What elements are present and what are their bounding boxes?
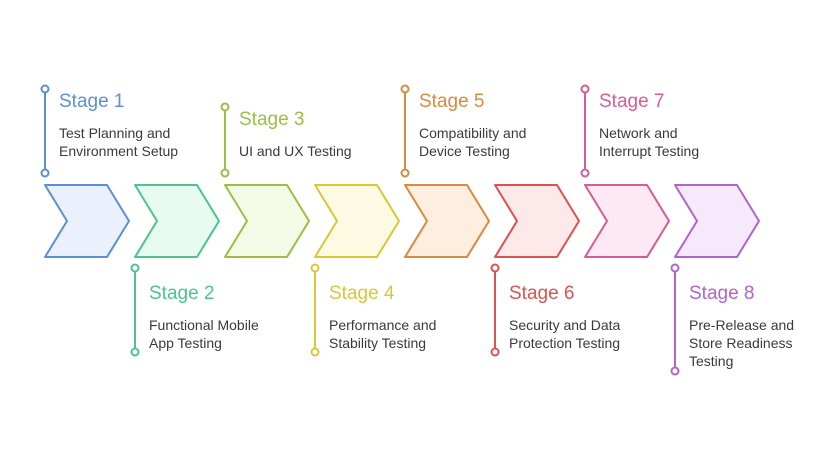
- stage-2-description-line: Functional Mobile: [149, 317, 259, 333]
- stage-6-title: Stage 6: [509, 283, 575, 304]
- stage-2-description-line: App Testing: [149, 335, 222, 351]
- stage-4-dot-top: [310, 263, 320, 273]
- stage-2-title: Stage 2: [149, 283, 215, 304]
- stage-1-chevron: [44, 184, 130, 258]
- stage-4-description-line: Performance and: [329, 317, 436, 333]
- stage-6-dot-bottom: [490, 347, 500, 357]
- stage-5-description-line: Compatibility and: [419, 125, 526, 141]
- stage-1-dot-top: [40, 84, 50, 94]
- stage-5-chevron: [404, 184, 490, 258]
- stage-5-dot-top: [400, 84, 410, 94]
- stage-1-description-line: Environment Setup: [59, 143, 178, 159]
- stage-7-chevron: [584, 184, 670, 258]
- stage-7-description-line: Network and: [599, 125, 678, 141]
- stage-7-description-line: Interrupt Testing: [599, 143, 699, 159]
- stage-6-description-line: Protection Testing: [509, 335, 620, 351]
- stage-3: Stage 3 UI and UX Testing: [220, 102, 352, 258]
- stage-6-chevron: [494, 184, 580, 258]
- stage-8-dot-top: [670, 263, 680, 273]
- stage-1-description-line: Test Planning and: [59, 125, 170, 141]
- stage-3-dot-top: [220, 102, 230, 112]
- stage-3-title: Stage 3: [239, 109, 305, 130]
- stage-7-title: Stage 7: [599, 91, 665, 112]
- stage-3-chevron: [224, 184, 310, 258]
- stage-8-description-line: Testing: [689, 353, 733, 369]
- stage-1-title: Stage 1: [59, 91, 125, 112]
- stage-8-description-line: Store Readiness: [689, 335, 793, 351]
- stage-4-dot-bottom: [310, 347, 320, 357]
- stage-2-dot-top: [130, 263, 140, 273]
- stage-6-dot-top: [490, 263, 500, 273]
- stage-3-dot-bottom: [220, 168, 230, 178]
- stage-4-chevron: [314, 184, 400, 258]
- stage-4-description-line: Stability Testing: [329, 335, 426, 351]
- stage-8-title: Stage 8: [689, 283, 755, 304]
- stage-1-dot-bottom: [40, 168, 50, 178]
- stage-2-dot-bottom: [130, 347, 140, 357]
- stage-8-dot-bottom: [670, 366, 680, 376]
- stage-5-title: Stage 5: [419, 91, 485, 112]
- stage-6-description-line: Security and Data: [509, 317, 620, 333]
- stage-8-description-line: Pre-Release and: [689, 317, 794, 333]
- stage-4-title: Stage 4: [329, 283, 395, 304]
- stage-5-dot-bottom: [400, 168, 410, 178]
- stage-7-dot-bottom: [580, 168, 590, 178]
- stage-7-dot-top: [580, 84, 590, 94]
- stage-5-description-line: Device Testing: [419, 143, 510, 159]
- stage-8-chevron: [674, 184, 760, 258]
- stage-3-description-line: UI and UX Testing: [239, 143, 352, 159]
- stage-2-chevron: [134, 184, 220, 258]
